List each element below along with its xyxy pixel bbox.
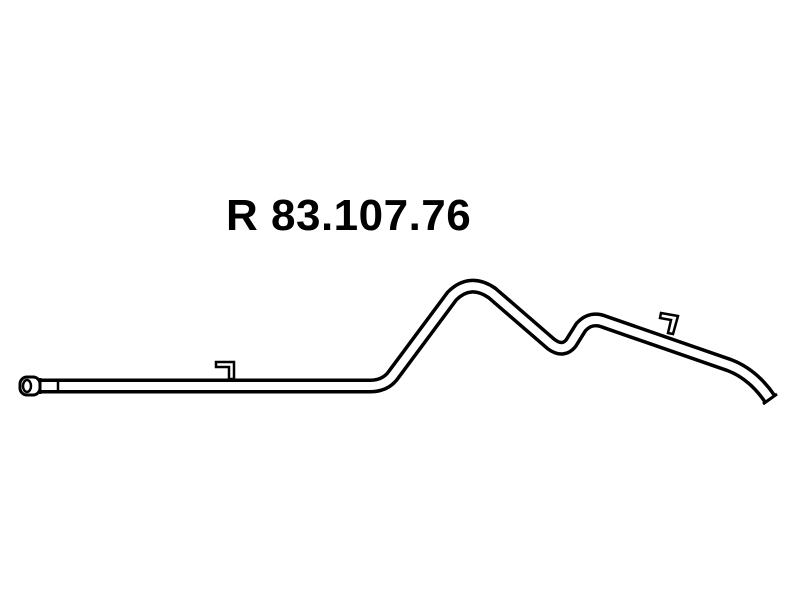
hanger-bracket-icon bbox=[658, 311, 680, 336]
hanger-bracket-icon bbox=[214, 360, 236, 381]
pipe-core bbox=[40, 282, 774, 402]
part-number: R 83.107.76 bbox=[226, 191, 472, 240]
pipe-outlet-end-icon bbox=[762, 392, 778, 406]
pipe-inlet-flange-icon bbox=[18, 375, 60, 397]
exhaust-pipe-icon bbox=[40, 278, 777, 404]
